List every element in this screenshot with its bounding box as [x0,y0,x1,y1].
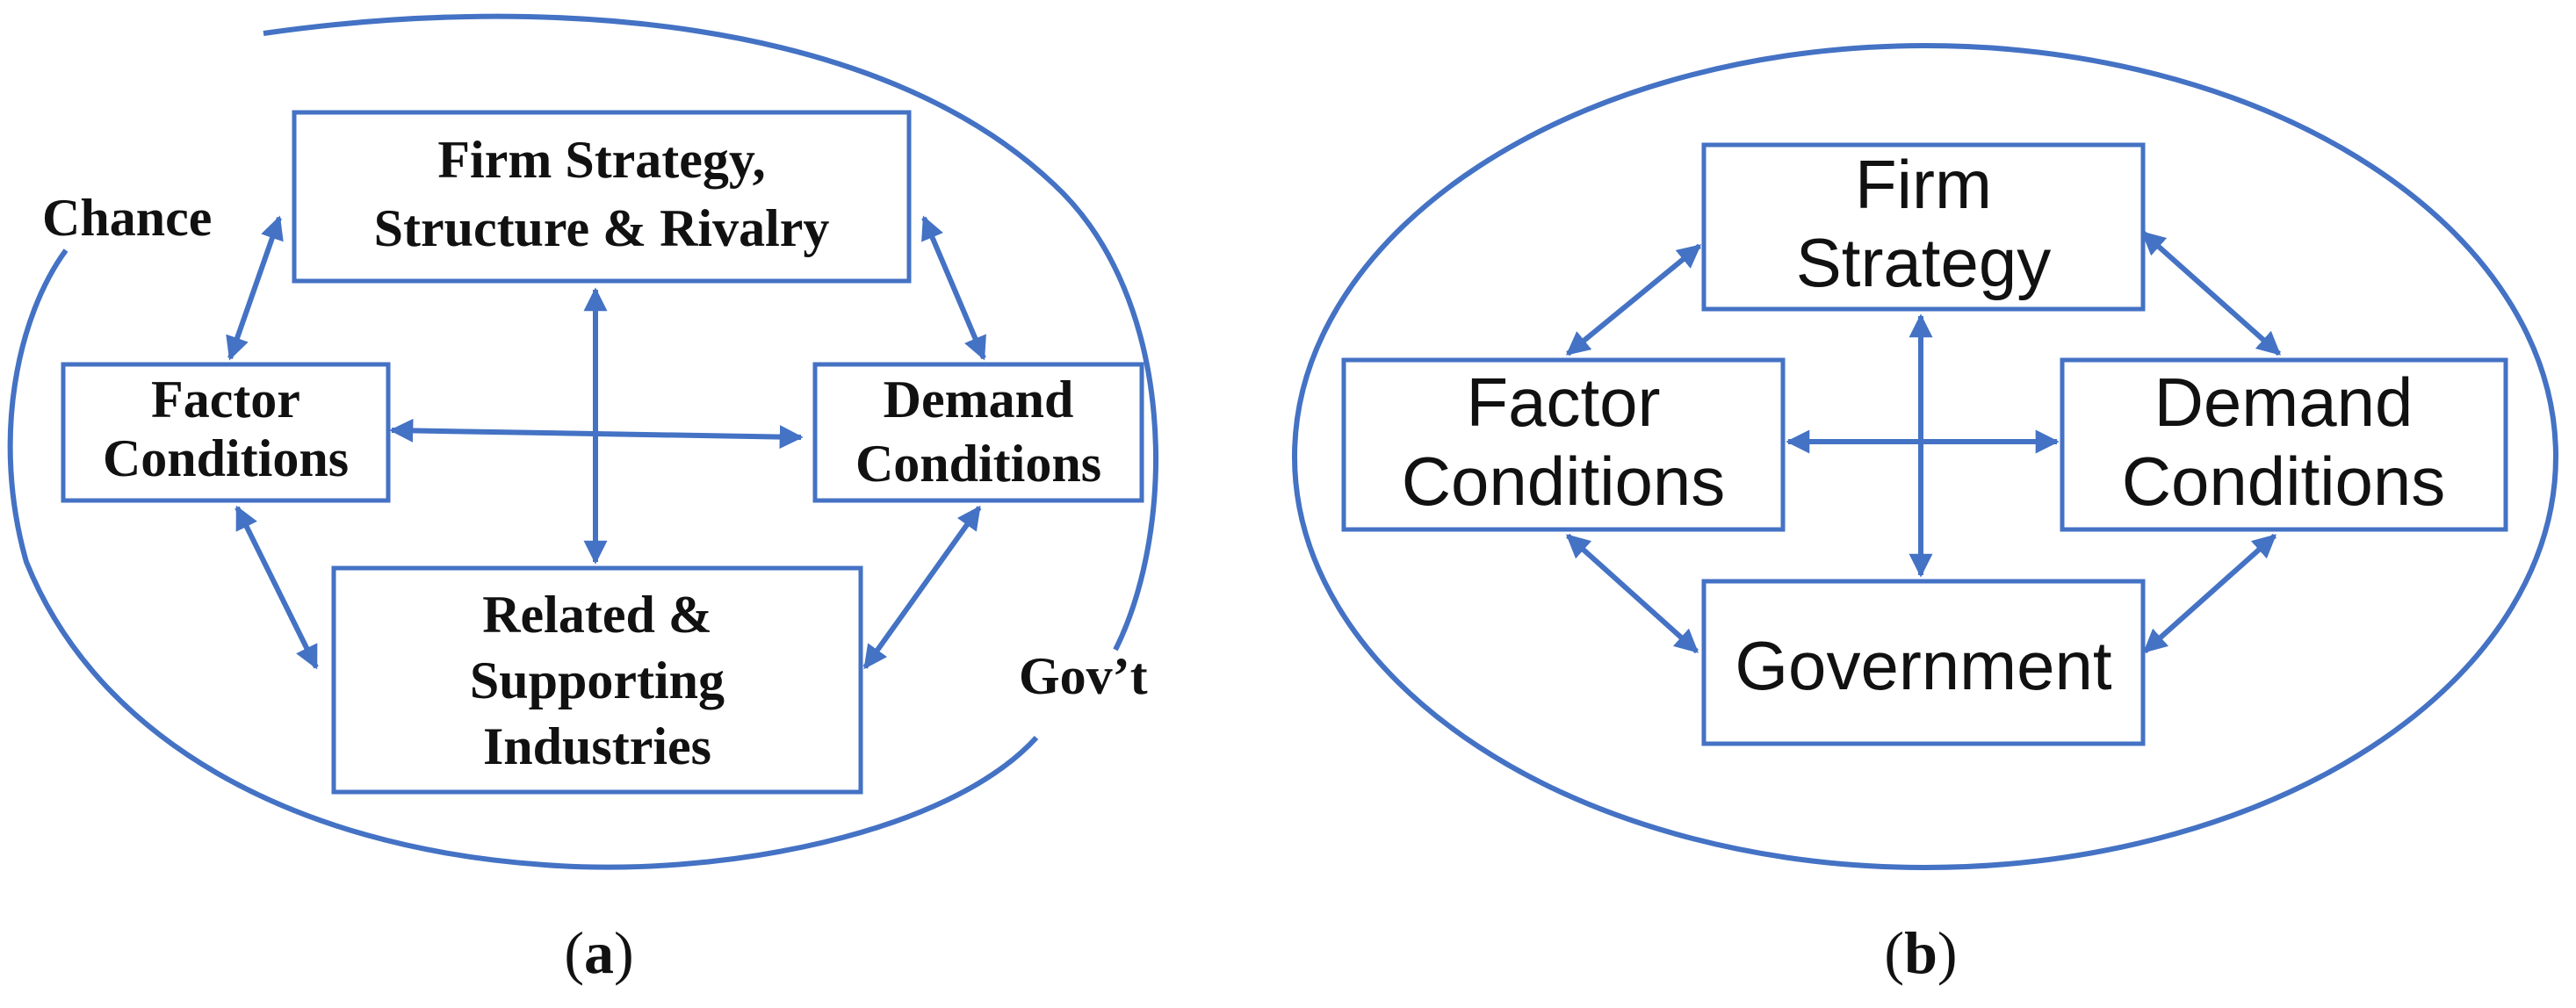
node-firm-strategy-b: Firm Strategy [1701,142,2146,312]
caption-a: (a) [564,919,633,986]
node-demand-conditions-b: Demand Conditions [2060,357,2508,532]
svg-text:Firm: Firm [1855,146,1992,223]
node-firm-strategy-a: Firm Strategy, Structure & Rivalry [292,110,912,284]
arrow-factor-government-b [1565,533,1699,654]
svg-text:Conditions: Conditions [855,435,1101,493]
panel-a-open-ellipse-lower [7,248,1039,870]
svg-text:Conditions: Conditions [103,429,349,487]
chance-label: Chance [42,189,212,247]
node-demand-conditions-a: Demand Conditions [812,362,1144,503]
panel-b: Firm Strategy Factor Conditions Demand C… [1292,43,2558,986]
svg-text:Government: Government [1735,627,2112,704]
svg-text:Factor: Factor [1466,364,1660,441]
svg-text:Factor: Factor [151,371,300,428]
svg-text:Structure & Rivalry: Structure & Rivalry [374,199,830,257]
arrow-firm-factor-a [226,215,284,361]
arrow-firm-factor-b [1565,243,1702,356]
arrow-firm-demand-a [921,215,986,361]
node-factor-conditions-a: Factor Conditions [61,362,391,503]
arrow-factor-related-a [235,505,319,670]
panel-a: Chance Gov’t Firm Strategy, Structure & … [7,13,1158,986]
svg-text:Related &: Related & [482,586,712,644]
svg-text:Conditions: Conditions [1402,443,1726,520]
node-factor-conditions-b: Factor Conditions [1341,357,1786,532]
arrow-demand-related-a [862,505,982,670]
svg-text:Demand: Demand [2154,364,2414,441]
svg-text:Industries: Industries [483,717,711,775]
svg-text:Conditions: Conditions [2122,443,2446,520]
govt-label: Gov’t [1019,647,1148,705]
caption-b: (b) [1884,919,1957,986]
svg-text:Demand: Demand [884,371,1074,428]
arrow-factor-demand-a [389,418,804,450]
panel-b-ellipse [1292,43,2558,870]
svg-text:Firm Strategy,: Firm Strategy, [437,131,765,189]
node-related-supporting-a: Related & Supporting Industries [331,565,863,795]
arrow-demand-government-b [2142,533,2277,654]
panel-a-open-ellipse [263,13,1158,652]
arrow-firm-demand-b [2140,230,2282,356]
node-government-b: Government [1701,579,2146,746]
svg-text:Strategy: Strategy [1796,224,2051,301]
svg-text:Supporting: Supporting [470,652,725,709]
